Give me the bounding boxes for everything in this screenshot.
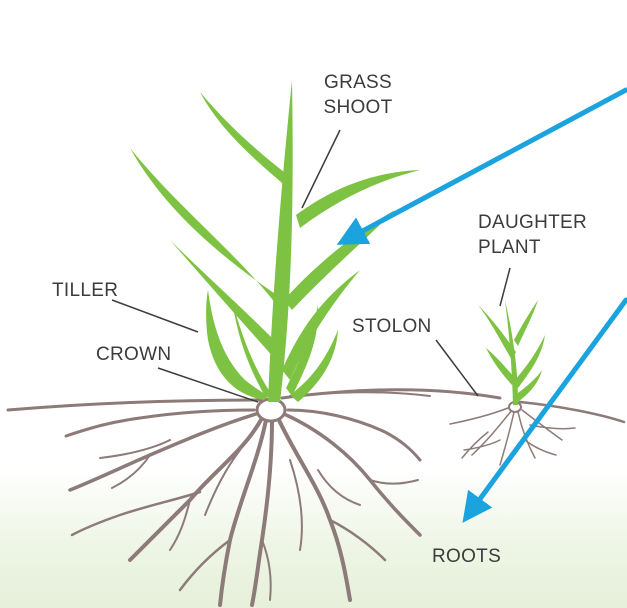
label-daughter-plant: DAUGHTER PLANT: [478, 210, 598, 260]
label-daughter-plant-line-1: DAUGHTER: [478, 210, 598, 235]
label-grass-shoot: GRASS SHOOT: [308, 70, 408, 120]
daughter-plant-leaves: [478, 300, 545, 405]
crown-node: [257, 399, 285, 421]
label-stolon: STOLON: [352, 314, 432, 339]
label-daughter-plant-line-2: PLANT: [478, 235, 598, 260]
daughter-plant-leader: [500, 268, 510, 306]
leader-lines: [112, 130, 510, 402]
pointer-arrows: [342, 90, 626, 518]
label-grass-shoot-line-1: GRASS: [308, 70, 408, 95]
label-grass-shoot-line-2: SHOOT: [308, 95, 408, 120]
label-tiller: TILLER: [52, 278, 118, 303]
label-roots: ROOTS: [432, 544, 501, 569]
main-roots: [66, 410, 420, 605]
label-crown: CROWN: [96, 342, 171, 367]
tiller-leader: [112, 300, 198, 332]
arrow-to-roots: [466, 300, 626, 518]
stolon-leader: [436, 340, 478, 396]
main-shoot-leaves: [130, 80, 420, 402]
